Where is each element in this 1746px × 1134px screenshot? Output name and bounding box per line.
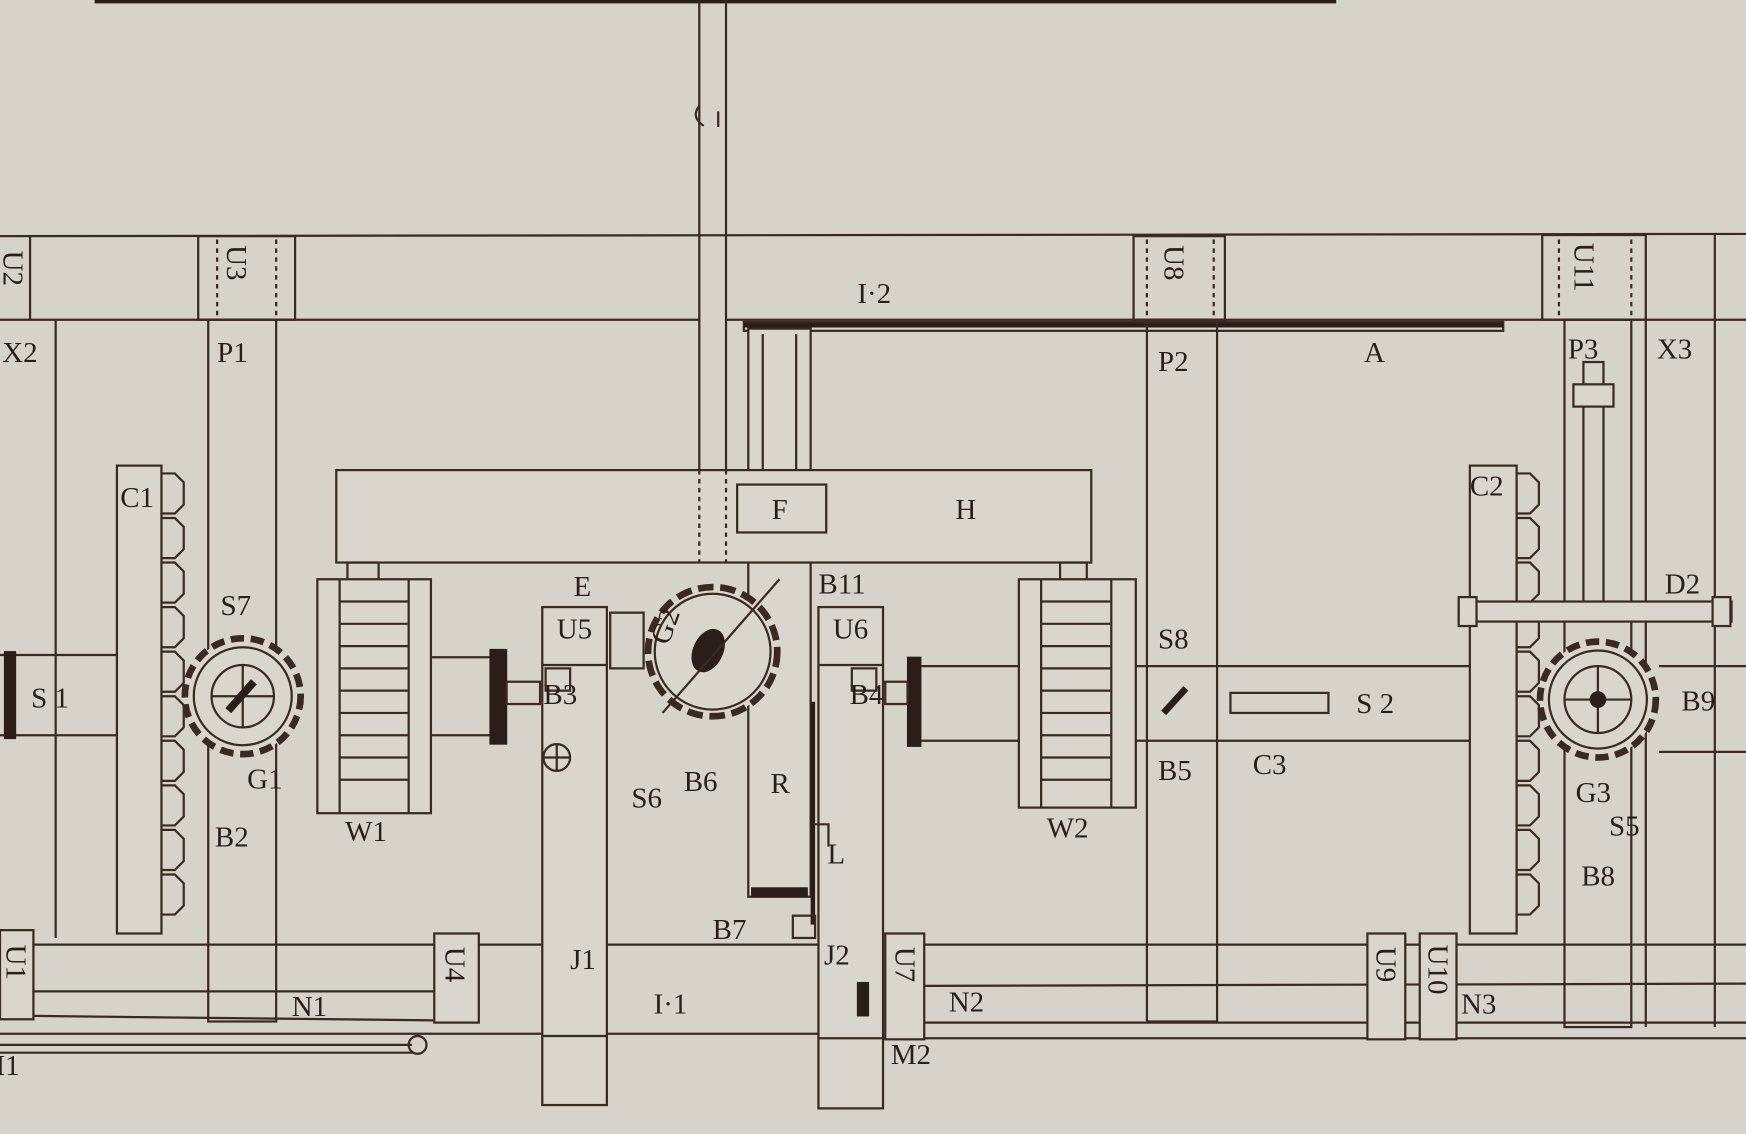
link-l <box>791 701 830 940</box>
lower-beam <box>0 929 1746 1055</box>
label-r: R <box>771 768 791 800</box>
label-b6: B6 <box>684 766 718 798</box>
rack-c2 <box>1468 464 1540 935</box>
label-x2: X2 <box>2 337 37 369</box>
label-u8: U8 <box>1158 245 1190 280</box>
label-n1: N1 <box>292 991 327 1023</box>
label-w1: W1 <box>345 816 387 848</box>
rod-a <box>742 320 1505 332</box>
label-n3: N3 <box>1461 989 1496 1021</box>
label-d2: D2 <box>1665 569 1700 601</box>
label-b8: B8 <box>1581 861 1615 893</box>
gear-g2 <box>609 578 781 720</box>
shaft-s2 <box>884 656 1746 754</box>
label-i1-beam: I·1 <box>654 989 688 1021</box>
label-p1: P1 <box>217 337 248 369</box>
label-p3: P3 <box>1568 334 1599 366</box>
label-c1: C1 <box>120 482 154 514</box>
label-s8: S8 <box>1158 623 1189 655</box>
vertical-shaft <box>694 0 728 557</box>
label-j1: J1 <box>570 944 596 976</box>
label-h: H <box>955 494 976 526</box>
label-u6: U6 <box>833 613 868 645</box>
label-u5: U5 <box>557 613 592 645</box>
label-p2: P2 <box>1158 346 1189 378</box>
shaft-s1 <box>0 648 542 745</box>
wheel-w1 <box>316 578 433 815</box>
bar-d <box>1457 595 1733 628</box>
label-l: L <box>827 838 845 870</box>
label-u2: U2 <box>0 251 28 286</box>
label-u4: U4 <box>438 947 470 983</box>
label-u3: U3 <box>220 245 252 280</box>
label-b9: B9 <box>1681 686 1715 718</box>
h-beam <box>335 468 1093 584</box>
label-f: F <box>772 494 788 526</box>
label-u1: U1 <box>0 945 32 980</box>
label-j2: J2 <box>824 940 850 972</box>
label-b4: B4 <box>850 679 884 711</box>
label-g3: G3 <box>1576 777 1611 809</box>
label-a: A <box>1364 337 1385 369</box>
gear-g1 <box>181 634 304 758</box>
wheel-w2 <box>1017 578 1137 809</box>
label-c2: C2 <box>1470 471 1504 503</box>
label-s5: S5 <box>1609 810 1640 842</box>
label-c3: C3 <box>1253 749 1287 781</box>
label-g1: G1 <box>247 764 282 796</box>
label-x3: X3 <box>1657 334 1692 366</box>
label-u7: U7 <box>888 947 920 982</box>
j-columns <box>541 605 885 1110</box>
label-w2: W2 <box>1047 813 1089 845</box>
label-b11: B11 <box>818 569 865 601</box>
label-b7: B7 <box>713 914 747 946</box>
label-u11: U11 <box>1568 243 1600 292</box>
label-b2: B2 <box>215 822 249 854</box>
label-b3: B3 <box>543 679 577 711</box>
label-s1: S 1 <box>31 682 69 714</box>
columns <box>54 318 1716 1029</box>
labels: U2 U3 I·2 U8 U11 X2 P1 P2 A P3 X3 C1 C2 … <box>0 243 1715 1082</box>
label-s6: S6 <box>631 783 662 815</box>
label-i2: I·2 <box>857 278 891 310</box>
gear-g3 <box>1536 638 1660 761</box>
label-s2: S 2 <box>1356 688 1394 720</box>
label-m2: M2 <box>891 1039 931 1071</box>
label-s7: S7 <box>220 590 251 622</box>
label-u10: U10 <box>1422 945 1454 995</box>
label-e: E <box>573 571 591 603</box>
rack-c1 <box>115 464 185 935</box>
label-u9: U9 <box>1369 947 1401 982</box>
label-i1: I1 <box>0 1050 20 1082</box>
label-n2: N2 <box>949 986 984 1018</box>
label-b5: B5 <box>1158 755 1192 787</box>
